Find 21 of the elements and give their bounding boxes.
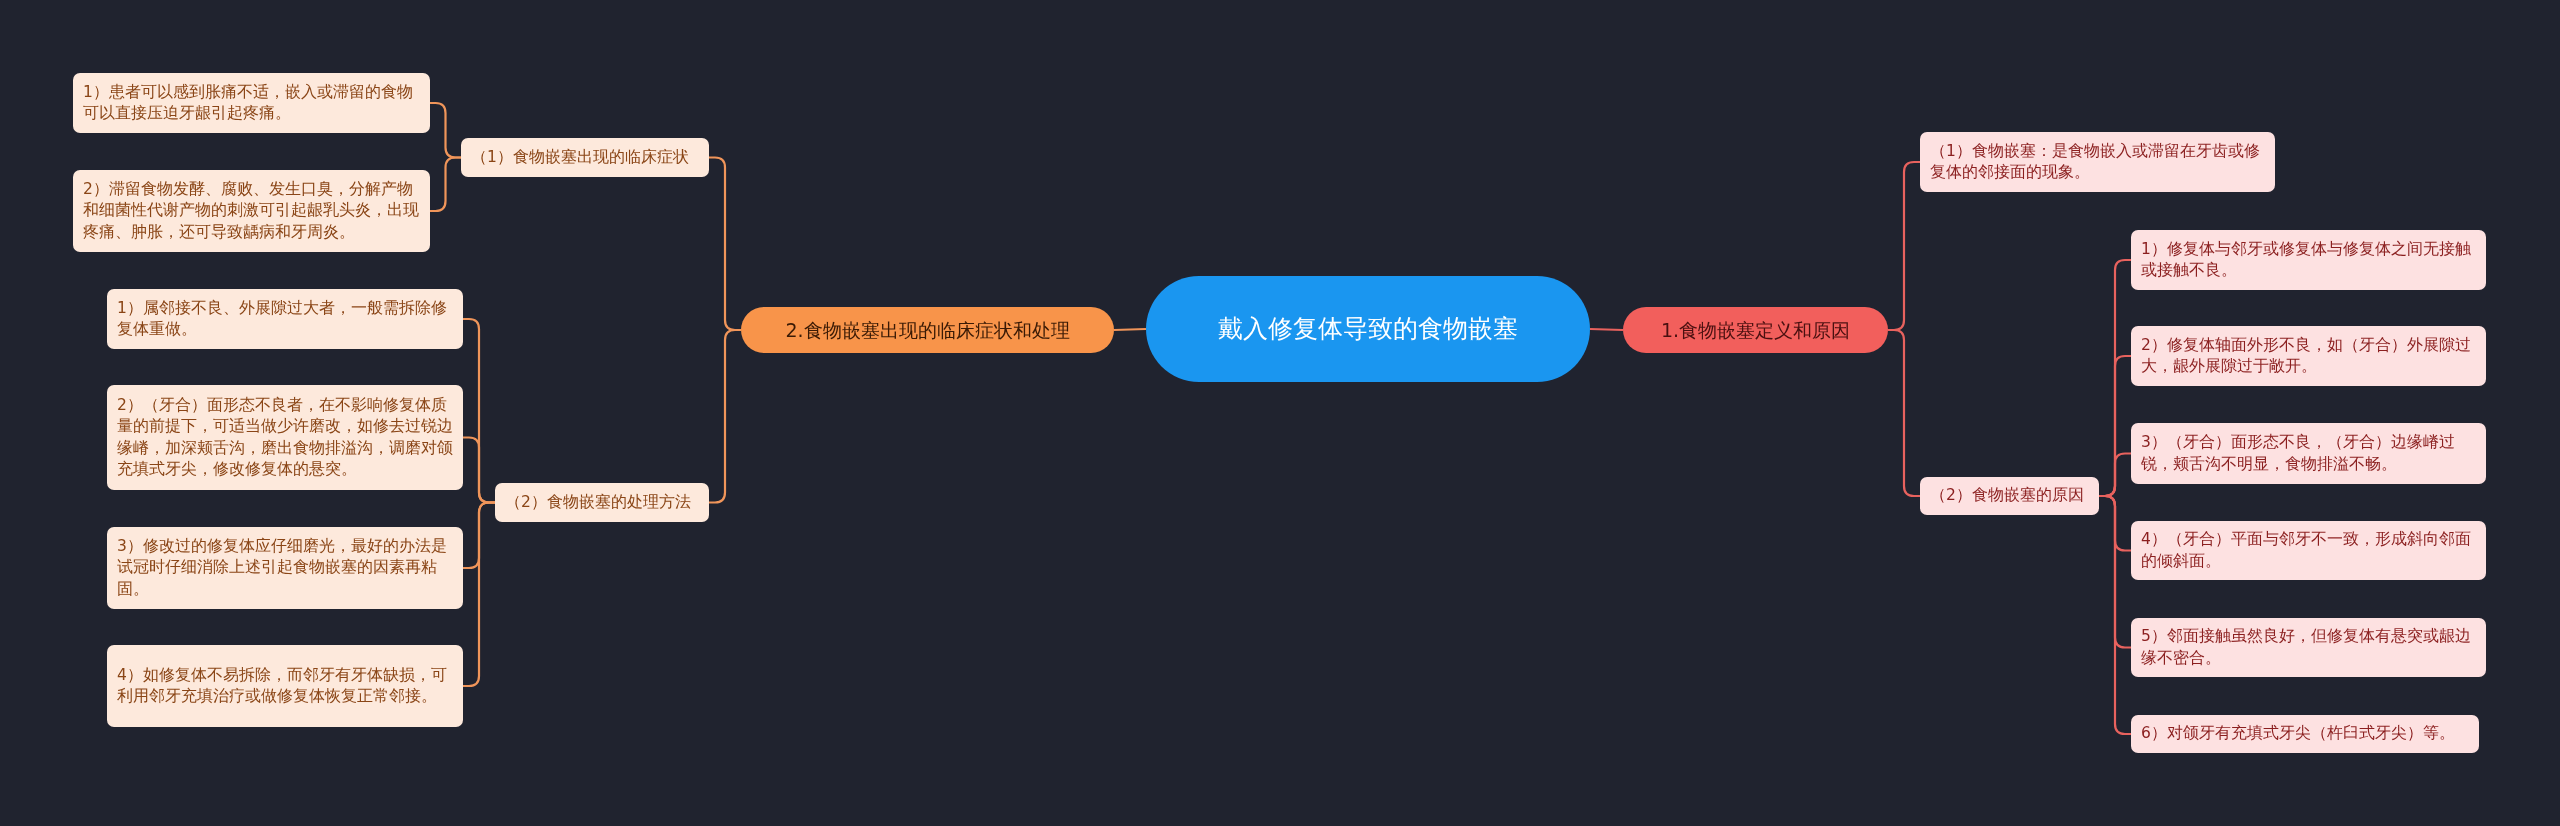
subtopic-box: （2）食物嵌塞的原因 xyxy=(1920,477,2099,515)
subtopic-box: （1）食物嵌塞出现的临床症状 xyxy=(461,138,709,177)
connector-line xyxy=(1589,327,1624,332)
subtopic-box: （2）食物嵌塞的处理方法 xyxy=(495,483,709,522)
branch-topic: 2.食物嵌塞出现的临床症状和处理 xyxy=(741,307,1114,353)
detail-box: 3）（牙合）面形态不良，（牙合）边缘嵴过锐，颊舌沟不明显，食物排溢不畅。 xyxy=(2131,423,2486,484)
branch-topic: 1.食物嵌塞定义和原因 xyxy=(1623,307,1888,353)
detail-box: 3）修改过的修复体应仔细磨光，最好的办法是试冠时仔细消除上述引起食物嵌塞的因素再粘固。 xyxy=(107,527,463,609)
detail-box: 2）（牙合）面形态不良者，在不影响修复体质量的前提下，可适当做少许磨改，如修去过锐边缘嵴，加深颊舌沟，磨出食物排溢沟，调磨对颌充填式牙尖，修改修复体的悬突。 xyxy=(107,385,463,490)
detail-box: 1）患者可以感到胀痛不适，嵌入或滞留的食物可以直接压迫牙龈引起疼痛。 xyxy=(73,73,430,133)
detail-box: 1）修复体与邻牙或修复体与修复体之间无接触或接触不良。 xyxy=(2131,230,2486,290)
detail-box: 6）对颌牙有充填式牙尖（杵臼式牙尖）等。 xyxy=(2131,715,2479,753)
detail-box: 4）如修复体不易拆除，而邻牙有牙体缺损，可利用邻牙充填治疗或做修复体恢复正常邻接。 xyxy=(107,645,463,727)
detail-box: 2）修复体轴面外形不良，如（牙合）外展隙过大，龈外展隙过于敞开。 xyxy=(2131,326,2486,386)
detail-box: 5）邻面接触虽然良好，但修复体有悬突或龈边缘不密合。 xyxy=(2131,618,2486,677)
connector-line xyxy=(1113,327,1147,332)
detail-box: 1）属邻接不良、外展隙过大者，一般需拆除修复体重做。 xyxy=(107,289,463,349)
detail-box: 2）滞留食物发酵、腐败、发生口臭，分解产物和细菌性代谢产物的刺激可引起龈乳头炎，出现疼痛、肿胀，还可导致龋病和牙周炎。 xyxy=(73,170,430,252)
subtopic-box: （1）食物嵌塞：是食物嵌入或滞留在牙齿或修复体的邻接面的现象。 xyxy=(1920,132,2275,192)
central-topic: 戴入修复体导致的食物嵌塞 xyxy=(1146,276,1590,382)
detail-box: 4）（牙合）平面与邻牙不一致，形成斜向邻面的倾斜面。 xyxy=(2131,521,2486,580)
